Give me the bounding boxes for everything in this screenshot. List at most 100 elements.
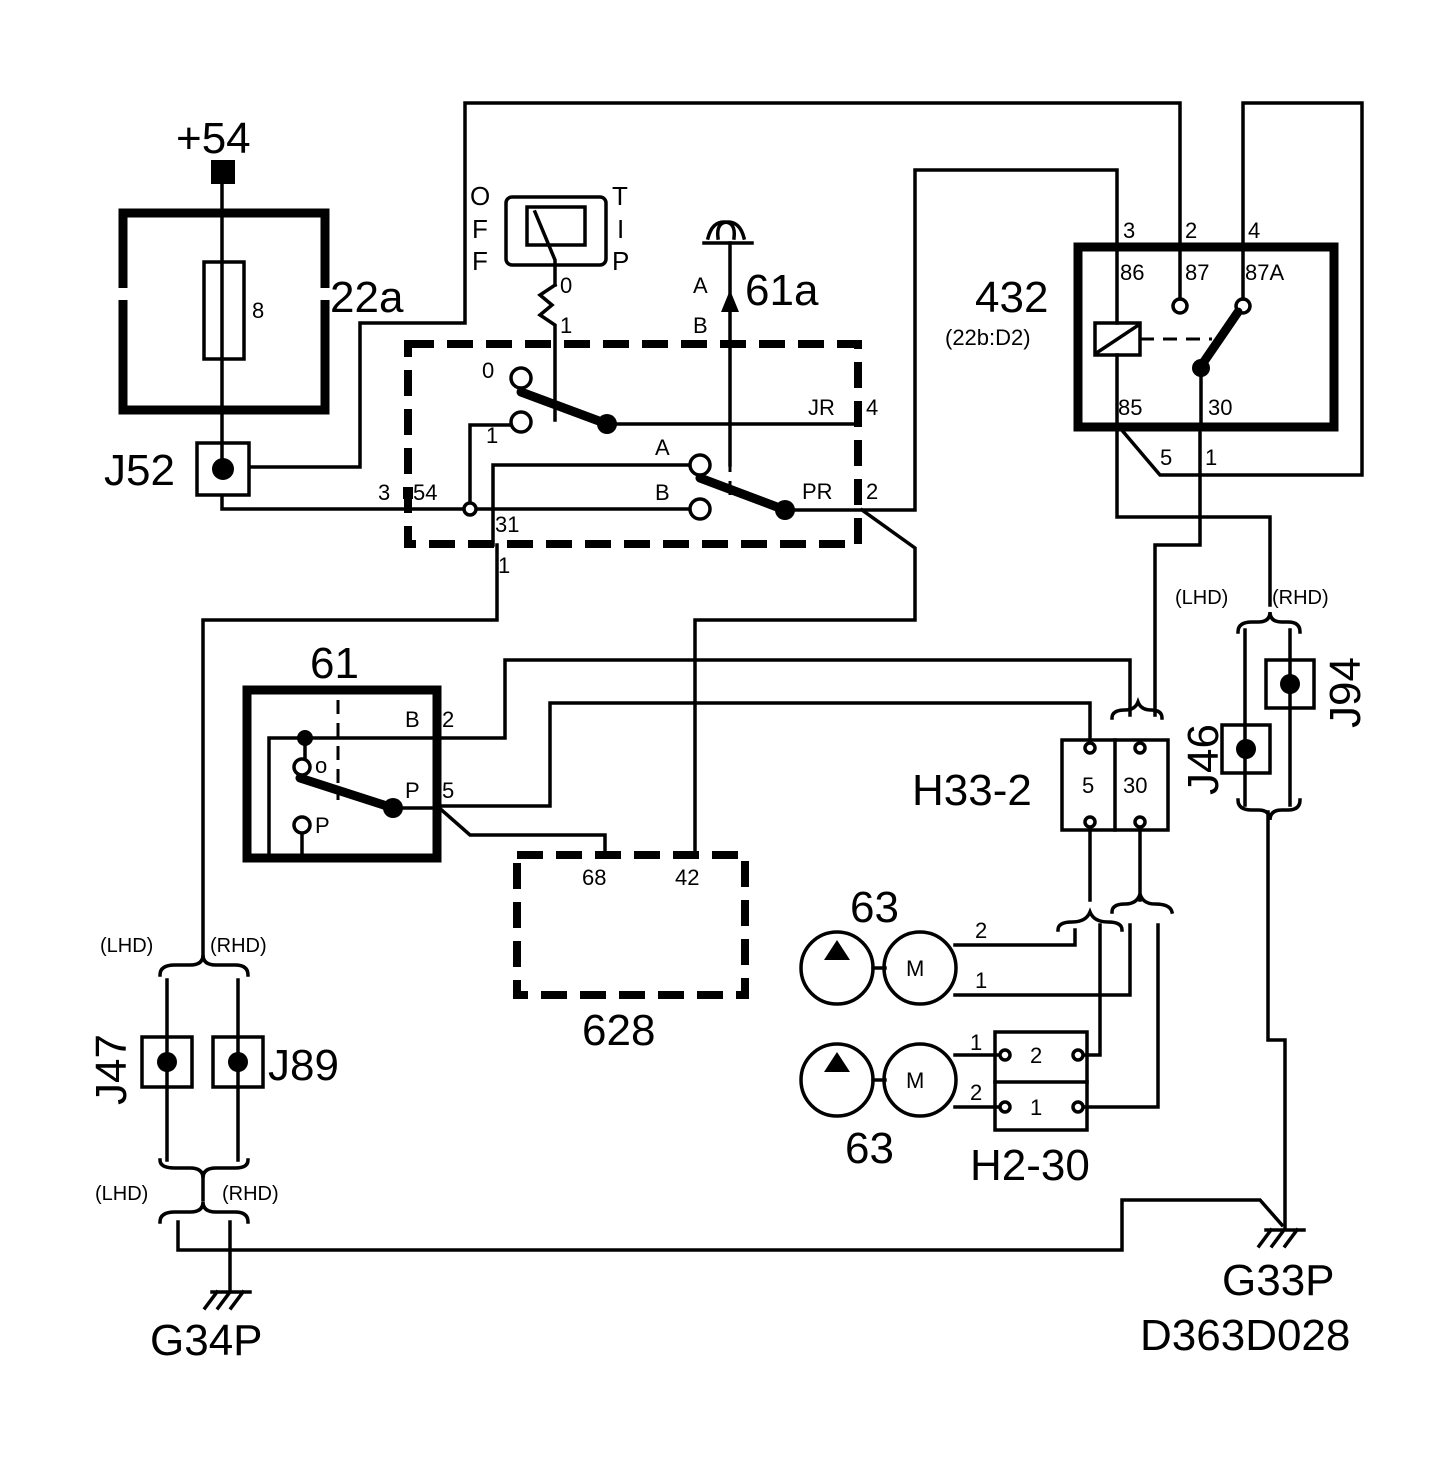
motor-lower: M 63 1 2 xyxy=(799,1030,982,1173)
g33p-symbol xyxy=(1256,1227,1306,1249)
j94-rhd-label: (RHD) xyxy=(1272,587,1329,609)
h33-2-pin-30-bot xyxy=(1133,815,1147,829)
indicator-61a-a: A xyxy=(693,273,708,298)
jr-label: JR xyxy=(808,395,835,420)
fuse-box-outline xyxy=(118,208,330,415)
wire-to-g33p xyxy=(1266,810,1287,1230)
contact-1 xyxy=(509,410,533,434)
j52-pin xyxy=(212,458,234,480)
switch-61-inner-bus xyxy=(267,736,439,858)
toggle-off-o: O xyxy=(470,181,490,211)
h2-30-label: H2-30 xyxy=(970,1141,1090,1190)
brace-j47-j89-mid xyxy=(158,1158,250,1179)
h2-30-pin1-right xyxy=(1071,1100,1085,1114)
wire-61p-h33 xyxy=(435,701,1092,808)
brace-j47-j89-bot xyxy=(158,1201,250,1224)
j46-lhd-label: (LHD) xyxy=(1175,587,1228,609)
unit-628-t68: 68 xyxy=(582,865,606,890)
pr-label: PR xyxy=(802,479,833,504)
switch-61: 61 B P o P 2 5 xyxy=(242,639,454,863)
terminal-54-node xyxy=(462,501,478,517)
brace-h33-bot-left xyxy=(1056,907,1124,932)
switch-61-b-label: B xyxy=(405,707,420,732)
j47-pin xyxy=(157,1052,177,1072)
pump-upper-arrow xyxy=(824,940,850,960)
supply-terminal xyxy=(211,160,235,184)
motor-upper-m: M xyxy=(906,956,924,981)
pin-4-label: 4 xyxy=(866,395,878,420)
j89-rhd-label: (RHD) xyxy=(210,935,267,957)
motor-lower-m: M xyxy=(906,1068,924,1093)
j94-label: J94 xyxy=(1321,657,1370,728)
relay-contact-87 xyxy=(1171,297,1189,315)
wire-j52-top-feed xyxy=(250,101,1182,469)
contact-0-label: 0 xyxy=(482,358,494,383)
toggle-pos-1: 1 xyxy=(560,313,572,338)
relay-pin-2: 2 xyxy=(1185,218,1197,243)
lever-1 xyxy=(516,387,612,429)
j47-body xyxy=(140,1035,194,1089)
wire-h2-right-bot xyxy=(1083,923,1160,1109)
brace-j46-j94-bot xyxy=(1236,798,1302,821)
toggle-tip-t: T xyxy=(612,181,628,211)
wire-pr-to-42 xyxy=(693,507,917,857)
connector-j47: J47 xyxy=(87,1034,194,1105)
relay-t87: 87 xyxy=(1185,260,1209,285)
wire-54-to-contact1 xyxy=(468,423,512,511)
indicator-61a-arc-right xyxy=(715,220,747,241)
fuse-box-label: 22a xyxy=(330,273,404,322)
motor-upper-p1: 1 xyxy=(975,968,987,993)
lever-2-pivot xyxy=(775,500,795,520)
relay-pin-5: 5 xyxy=(1160,445,1172,470)
h2-30-pin2-right xyxy=(1071,1048,1085,1062)
t54-label: 54 xyxy=(413,480,437,505)
connector-h2-30: 2 1 H2-30 xyxy=(970,1030,1090,1190)
motor-lower-p2: 2 xyxy=(970,1080,982,1105)
motor-lower-circle xyxy=(882,1042,958,1118)
j52-label: J52 xyxy=(104,446,175,495)
switch-panel: O F F T I P 0 1 0 1 A B JR PR 54 31 4 2 … xyxy=(378,181,878,578)
relay-t85: 85 xyxy=(1118,395,1142,420)
motor-upper-circle xyxy=(882,930,958,1006)
unit-628-label: 628 xyxy=(582,1006,655,1055)
toggle-tip-p: P xyxy=(612,246,629,276)
relay-label: 432 xyxy=(975,273,1048,322)
relay-pin-1: 1 xyxy=(1205,445,1217,470)
g34p-symbol xyxy=(202,1289,252,1311)
j46-body xyxy=(1220,723,1272,775)
contact-a xyxy=(688,453,712,477)
wire-30-h33 xyxy=(1153,426,1202,717)
switch-61-outline xyxy=(242,685,442,863)
indicator-61a-label: 61a xyxy=(745,266,819,315)
contact-1-label: 1 xyxy=(486,423,498,448)
motor-upper-label: 63 xyxy=(850,883,899,932)
h33-2-pin-5-top xyxy=(1083,741,1097,755)
unit-628-t42: 42 xyxy=(675,865,699,890)
switch-61-pin2: 2 xyxy=(442,707,454,732)
j94-body xyxy=(1264,658,1316,710)
motor-lower-label: 63 xyxy=(845,1124,894,1173)
wire-61p-to-68 xyxy=(434,803,607,857)
supply-label: +54 xyxy=(176,114,251,163)
switch-61-contact-o xyxy=(292,757,312,777)
relay-t30: 30 xyxy=(1208,395,1232,420)
switch-61-p-contact-label: P xyxy=(315,813,330,838)
pump-lower-arrow xyxy=(824,1052,850,1072)
wire-61b-h33-5 xyxy=(435,658,1132,740)
relay-outline xyxy=(1073,242,1339,432)
wire-motor-upper-2 xyxy=(953,928,1077,947)
h33-2-pin-5-bot xyxy=(1083,815,1097,829)
toggle-off-f1: F xyxy=(472,214,488,244)
pin-3-mark xyxy=(403,487,413,499)
ground-lhd-label: (LHD) xyxy=(95,1183,148,1205)
motor-upper: M 63 2 1 xyxy=(799,883,987,1006)
switch-61-lever xyxy=(295,773,398,813)
relay-t87a: 87A xyxy=(1245,260,1284,285)
unit-628-outline xyxy=(513,851,749,999)
pin-2-label: 2 xyxy=(866,479,878,504)
contact-a-label: A xyxy=(655,435,670,460)
connector-j46: J46 xyxy=(1179,723,1272,795)
switch-panel-outline xyxy=(404,340,862,548)
fuse-box-22a: 8 22a xyxy=(118,208,404,415)
